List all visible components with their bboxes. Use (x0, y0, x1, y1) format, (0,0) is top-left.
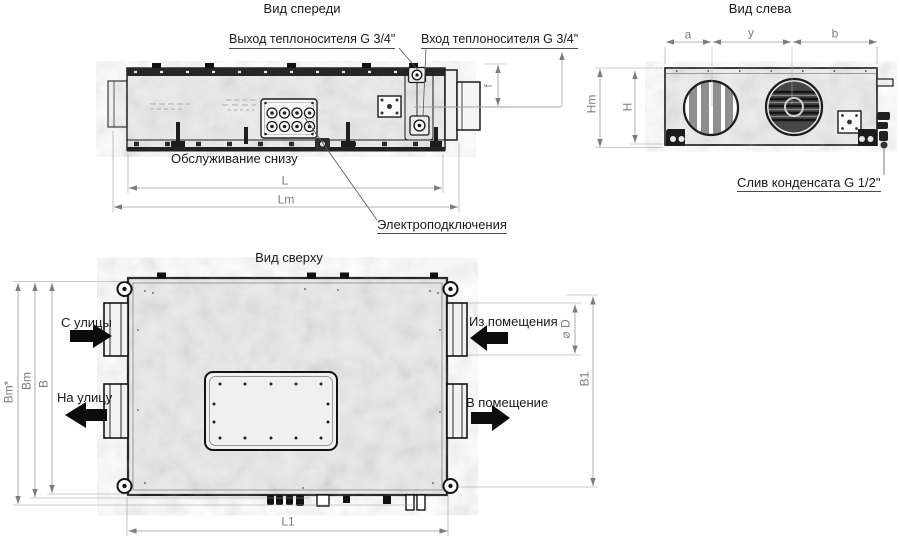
dim-label-L1: L1 (281, 514, 295, 529)
dim-label-B: B (36, 379, 51, 389)
dim-label-Bm: Bm (19, 372, 34, 390)
front-leaders (304, 47, 427, 221)
intake-opening (685, 82, 737, 134)
dim-label-Lm: Lm (277, 192, 295, 207)
arrow-from-room (470, 325, 508, 351)
arrow-to-street (65, 402, 107, 428)
front-view-title: Вид спереди (263, 0, 341, 16)
flow-label-to-street: На улицу (57, 390, 113, 405)
dim-label-Hm: Hm (584, 94, 599, 114)
dim-label-b: b (831, 26, 839, 41)
top-dimensions (13, 281, 598, 536)
dim-label-duct-diameter: ⌀ D (558, 319, 573, 339)
cable-connector-panel (260, 98, 318, 139)
heat-inlet-callout: Вход теплоносителя G 3/4" (421, 32, 579, 49)
electrical-callout: Электроподключения (377, 217, 507, 235)
left-dimensions (595, 39, 878, 148)
dim-label-B1: B1 (577, 371, 592, 387)
flow-label-from-street: С улицы (61, 315, 112, 330)
dim-label-Bm-star: Bm* (1, 380, 16, 404)
left-view-drawing (595, 39, 894, 175)
dim-label-y: y (748, 25, 754, 40)
front-view-drawing (107, 47, 565, 221)
drain-callout: Слив конденсата G 1/2" (737, 175, 881, 193)
flow-label-from-room: Из помещения (469, 314, 558, 329)
arrow-from-street (70, 324, 112, 348)
dim-label-H: H (620, 102, 635, 112)
top-view-drawing (13, 272, 598, 536)
condensate-drain-fitting (880, 141, 888, 149)
front-dimensions (112, 52, 565, 212)
dim-label-L: L (281, 173, 289, 188)
flow-label-to-room: В помещение (466, 395, 549, 410)
heat-outlet-callout: Выход теплоносителя G 3/4" (229, 32, 396, 49)
left-view-title: Вид слева (728, 0, 792, 16)
dim-label-f: f (482, 84, 495, 88)
fan-opening (764, 77, 824, 137)
square-connector (377, 95, 402, 118)
corner-eyelets (116, 281, 459, 494)
access-panel (204, 371, 338, 451)
top-view-title: Вид сверху (255, 249, 323, 265)
arrow-to-room (471, 405, 510, 431)
service-note: Обслуживание снизу (171, 151, 298, 166)
dim-label-a: a (684, 27, 692, 42)
